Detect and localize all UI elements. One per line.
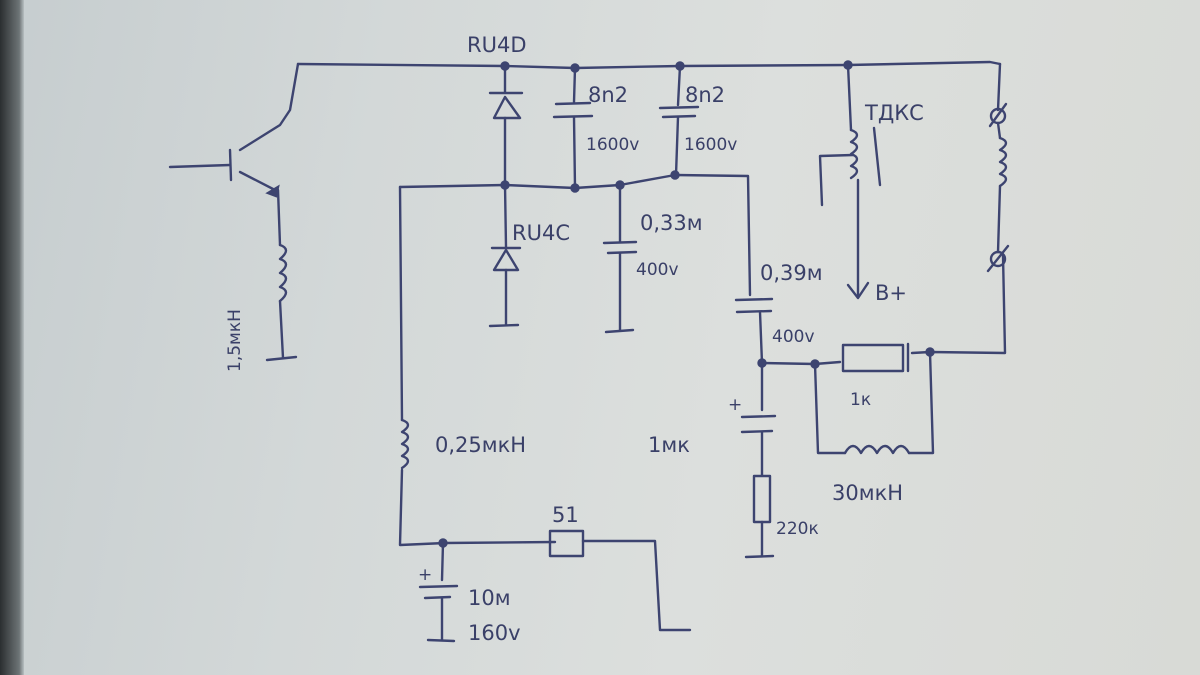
inductor-0-25uh: [398, 418, 557, 547]
branch-wire: [760, 360, 842, 366]
capacitor-0-39: [734, 297, 774, 365]
right-output-branch: [986, 62, 1010, 273]
label-ru4d: RU4D: [467, 33, 527, 57]
capacitor-10uf: [418, 541, 459, 643]
diode-ru4d: [488, 64, 524, 187]
label-cap4-voltage: 400v: [772, 327, 815, 347]
label-plus-10uf: +: [418, 565, 432, 585]
capacitor-0-33: [602, 183, 638, 334]
mid-rail-wire: [398, 173, 752, 297]
capacitor-1uf: [740, 361, 777, 477]
label-cap2-voltage: 1600v: [684, 135, 737, 155]
label-cap3-voltage: 400v: [636, 260, 679, 280]
label-inductor-1-5uh: 1,5мкН: [225, 309, 245, 372]
inductor-1-5uh: [265, 188, 298, 362]
label-cap3-value: 0,33м: [640, 211, 703, 235]
label-ru4c: RU4C: [512, 221, 570, 245]
resistor-1k: [841, 253, 1007, 373]
label-inductor-0-25uh: 0,25мкН: [435, 433, 526, 457]
transformer-tdks: [818, 63, 882, 300]
transistor-symbol: [168, 62, 300, 198]
label-resistor-51: 51: [552, 503, 579, 527]
label-cap-10uf-value: 10м: [468, 586, 511, 610]
label-cap1-value: 8n2: [588, 83, 628, 107]
label-cap2-value: 8n2: [685, 83, 725, 107]
label-cap-1uf: 1мк: [648, 433, 690, 457]
capacitor-8n2-a: [552, 66, 594, 190]
diode-ru4c: [488, 183, 522, 328]
junction-dots: [438, 60, 935, 548]
top-rail-wire: [296, 60, 1002, 70]
resistor-51: [548, 529, 692, 632]
capacitor-8n2-b: [658, 64, 700, 177]
label-cap4-value: 0,39м: [760, 261, 823, 285]
label-resistor-1k: 1к: [850, 390, 871, 410]
label-resistor-220k: 220к: [776, 519, 819, 539]
label-plus-1uf: +: [728, 395, 742, 415]
label-b-plus: B+: [875, 281, 907, 305]
label-inductor-30uh: 30мкН: [832, 481, 903, 505]
inductor-30uh: [813, 350, 935, 455]
label-tdks: ТДКС: [864, 101, 924, 125]
left-loop-wire: [398, 185, 404, 422]
resistor-220k: [744, 474, 775, 559]
label-cap-10uf-voltage: 160v: [468, 621, 521, 645]
label-cap1-voltage: 1600v: [586, 135, 639, 155]
photo-edge-shadow: [0, 0, 24, 675]
